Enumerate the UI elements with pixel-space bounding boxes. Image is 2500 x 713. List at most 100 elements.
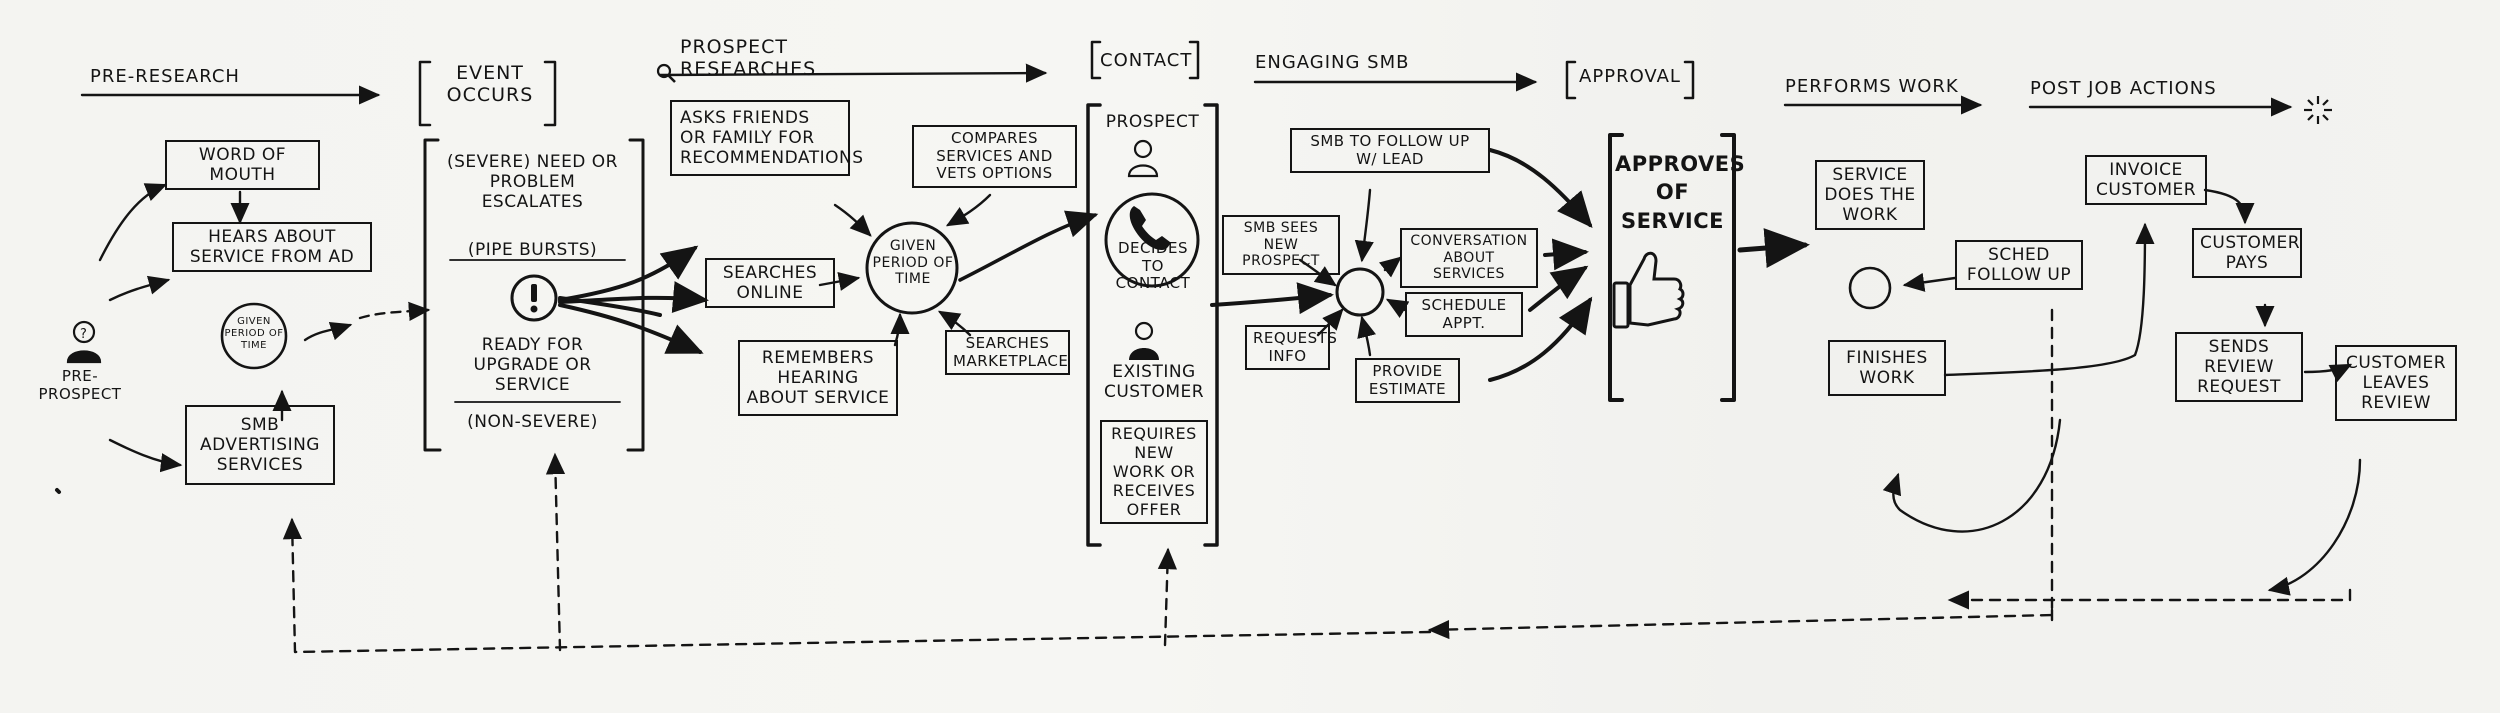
arrow-followup-to-hub <box>1354 188 1374 263</box>
approval-top-right <box>1683 60 1695 100</box>
schedule-appt-node: SCHEDULE APPT. <box>1405 292 1523 338</box>
prospect-researches-arrow <box>658 63 1048 83</box>
arrow-asks-to-period <box>833 203 872 237</box>
arrow-marketplace-to-period <box>937 310 972 337</box>
approval-bracket-right <box>1720 133 1736 402</box>
arrow-approval-to-work <box>1737 228 1810 269</box>
exclamation-icon <box>510 274 558 322</box>
arrow-followup-loop <box>1882 418 2062 533</box>
dashed-return-event <box>545 452 566 652</box>
remembers-hearing-node: REMEMBERS HEARING ABOUT SERVICE <box>738 340 898 417</box>
stage-pre-research: PRE-RESEARCH <box>90 66 240 87</box>
given-period-circle <box>865 221 959 315</box>
contact-bracket-left <box>1086 103 1102 547</box>
smb-advertising-node: SMB ADVERTISING SERVICES <box>185 405 335 486</box>
contact-bracket-right <box>1203 103 1219 547</box>
given-period-small-label: GIVEN PERIOD OF TIME <box>224 316 284 351</box>
stage-engaging-smb: ENGAGING SMB <box>1255 52 1410 73</box>
dashed-return-left <box>282 517 1432 654</box>
searches-online-node: SEARCHES ONLINE <box>705 258 835 309</box>
approval-top-left <box>1565 60 1577 100</box>
dashed-return-bottom <box>1947 588 2352 610</box>
customer-pays-node: CUSTOMER PAYS <box>2192 228 2302 279</box>
engaging-hub-circle <box>1335 267 1385 317</box>
magnifier-icon <box>656 63 676 83</box>
provide-estimate-node: PROVIDE ESTIMATE <box>1355 358 1460 404</box>
arrow-review-to-leaves <box>2303 363 2353 383</box>
sends-review-request-node: SENDS REVIEW REQUEST <box>2175 332 2303 403</box>
stage-post-job-actions: POST JOB ACTIONS <box>2030 78 2217 99</box>
contact-top-left <box>1090 40 1102 80</box>
arrow-period-to-contact <box>958 210 1099 282</box>
asks-friends-node: ASKS FRIENDS OR FAMILY FOR RECOMMENDATIO… <box>670 100 863 177</box>
dashed-return-contact <box>1157 547 1177 647</box>
given-period-large-label: GIVEN PERIOD OF TIME <box>872 238 954 288</box>
arrow-searches-to-period <box>818 272 861 291</box>
compares-services-node: COMPARES SERVICES AND VETS OPTIONS <box>912 125 1077 189</box>
invoice-customer-node: INVOICE CUSTOMER <box>2085 155 2207 206</box>
arrow-estimate-to-approval <box>1488 296 1593 382</box>
stage-performs-work: PERFORMS WORK <box>1785 76 1959 97</box>
finishes-work-node: FINISHES WORK <box>1828 340 1946 397</box>
phone-icon <box>1104 192 1200 288</box>
arrow-hub-to-conversation <box>1379 256 1402 278</box>
event-top-right <box>543 60 557 127</box>
sched-follow-up-node: SCHED FOLLOW UP <box>1955 240 2083 291</box>
arrow-schedule-to-hub <box>1385 298 1410 319</box>
arrow-event-to-asks <box>558 245 699 302</box>
thumbs-up-icon <box>1612 251 1685 329</box>
arrow-schedule-to-approval <box>1528 265 1589 312</box>
searches-marketplace-node: SEARCHES MARKETPLACE <box>945 330 1070 376</box>
smb-follow-up-node: SMB TO FOLLOW UP W/ LEAD <box>1290 128 1490 174</box>
arrow-event-to-pipe <box>558 296 662 317</box>
arrow-estimate-to-hub <box>1357 315 1376 357</box>
work-cycle-circle <box>1848 266 1892 310</box>
stage-prospect-researches: PROSPECT RESEARCHES <box>680 36 817 81</box>
stage-event-occurs: EVENT OCCURS <box>446 62 534 107</box>
requires-new-work-node: REQUIRES NEW WORK OR RECEIVES OFFER <box>1100 420 1208 525</box>
pipe-bursts-label: (PIPE BURSTS) <box>467 240 598 260</box>
contact-top-right <box>1188 40 1200 80</box>
arrow-work-to-invoice <box>1943 222 2155 377</box>
arrow-prospect-to-smb <box>108 438 183 473</box>
customer-leaves-review-node: CUSTOMER LEAVES REVIEW <box>2335 345 2457 422</box>
prospect-label: PROSPECT <box>1105 112 1200 132</box>
requests-info-node: REQUESTS INFO <box>1245 325 1337 371</box>
word-of-mouth-node: WORD OF MOUTH <box>165 140 320 191</box>
pencil-dot <box>55 488 61 494</box>
conversation-services-node: CONVERSATION ABOUT SERVICES <box>1400 228 1538 288</box>
arrow-leaves-to-bottom <box>2267 458 2362 596</box>
arrow-followup-to-approval <box>1488 148 1593 229</box>
event-top-left <box>418 60 432 127</box>
pre-prospect-label: PRE-PROSPECT <box>38 367 122 403</box>
prospect-person-icon <box>1127 139 1159 178</box>
arrow-contact-to-hub <box>1210 282 1334 315</box>
arrow-event-to-remembers <box>558 303 704 354</box>
existing-customer-label: EXISTING CUSTOMER <box>1103 362 1205 403</box>
customer-person-icon <box>1129 321 1159 360</box>
arrow-period-to-hears <box>303 321 353 342</box>
approves-service-label: APPROVES OF SERVICE <box>1615 152 1746 233</box>
stage-approval: APPROVAL <box>1579 66 1681 87</box>
dashed-period-to-event <box>358 301 431 321</box>
dashed-return-main <box>1427 308 2054 640</box>
ready-for-upgrade-label: READY FOR UPGRADE OR SERVICE <box>473 335 592 396</box>
approval-bracket-left <box>1608 133 1624 402</box>
severe-need-label: (SEVERE) NEED OR PROBLEM ESCALATES <box>446 152 618 213</box>
arrow-remembers-to-period <box>890 312 910 347</box>
arrow-invoice-to-pays <box>2203 188 2255 225</box>
stage-contact: CONTACT <box>1100 50 1193 71</box>
arrow-conversation-to-approval <box>1543 238 1589 271</box>
event-bracket-right <box>626 138 645 452</box>
decides-to-contact-label: DECIDES TO CONTACT <box>1115 239 1191 293</box>
arrow-compares-to-period <box>945 193 992 227</box>
event-bracket-left <box>423 138 442 452</box>
sparkle-icon <box>2304 96 2332 124</box>
arrow-prospect-to-wom <box>98 183 168 262</box>
smb-sees-prospect-node: SMB SEES NEW PROSPECT <box>1222 215 1340 275</box>
person-icon: ? <box>66 320 102 364</box>
arrow-followup-to-cycle <box>1902 272 1957 292</box>
arrow-requests-to-hub <box>1316 308 1344 337</box>
